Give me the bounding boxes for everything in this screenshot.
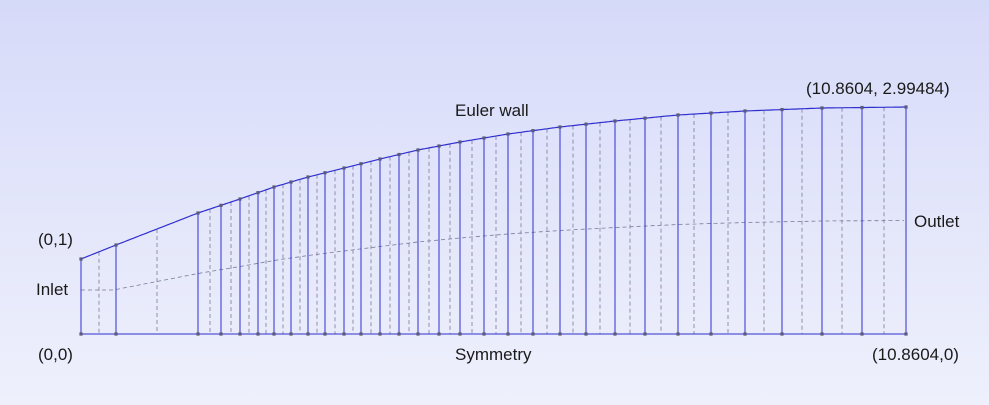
wall-node [196, 211, 200, 215]
wall-node [416, 148, 420, 152]
symmetry-node [506, 332, 510, 336]
symmetry-node [584, 332, 588, 336]
outlet-top-coordinate-label: (10.8604, 2.99484) [806, 79, 950, 98]
symmetry-label: Symmetry [455, 345, 532, 364]
symmetry-node [306, 332, 310, 336]
wall-node [79, 257, 83, 261]
symmetry-node [378, 332, 382, 336]
wall-node [114, 243, 118, 247]
symmetry-node [114, 332, 118, 336]
symmetry-node [643, 332, 647, 336]
symmetry-node [397, 332, 401, 336]
wall-node [780, 107, 784, 112]
wall-node [289, 180, 293, 184]
inlet-label: Inlet [36, 280, 68, 299]
wall-node [397, 152, 401, 157]
inlet-top-coordinate-label: (0,1) [38, 230, 73, 249]
wall-node [709, 111, 713, 115]
channel-midline [115, 220, 904, 290]
wall-node [359, 162, 363, 166]
symmetry-node [272, 332, 276, 336]
wall-node [256, 191, 260, 195]
symmetry-node [219, 332, 223, 336]
wall-node [643, 116, 647, 120]
symmetry-node [238, 332, 242, 336]
mesh-lines [80, 106, 907, 335]
symmetry-node [820, 332, 824, 336]
origin-coordinate-label: (0,0) [38, 345, 73, 364]
wall-node [323, 171, 327, 175]
wall-node [306, 175, 310, 179]
wall-node [904, 105, 908, 109]
euler-wall-label: Euler wall [455, 101, 529, 120]
wall-node [342, 166, 346, 170]
wall-node [558, 125, 562, 129]
wall-node [272, 185, 276, 189]
symmetry-node [256, 332, 260, 336]
symmetry-node [709, 332, 713, 336]
symmetry-node [780, 332, 784, 336]
symmetry-node [289, 332, 293, 336]
symmetry-node [558, 332, 562, 336]
wall-node [613, 119, 617, 123]
symmetry-node [676, 332, 680, 336]
wall-node [860, 105, 864, 110]
symmetry-node [437, 332, 441, 336]
wall-node [238, 197, 242, 201]
wall-node [743, 109, 747, 113]
wall-node [458, 140, 462, 144]
outlet-label: Outlet [914, 212, 960, 231]
symmetry-node [416, 332, 420, 336]
symmetry-node [613, 332, 617, 336]
euler-wall-boundary-line [80, 106, 905, 260]
wall-node [219, 203, 223, 207]
symmetry-node [79, 332, 83, 336]
wall-node [531, 129, 535, 133]
symmetry-node [342, 332, 346, 336]
wall-node [506, 132, 510, 136]
symmetry-node [359, 332, 363, 336]
wall-node [676, 113, 680, 117]
wall-node [820, 106, 824, 110]
symmetry-node [743, 332, 747, 336]
dashed-midlines [81, 107, 904, 334]
wall-node [437, 144, 441, 148]
symmetry-node [482, 332, 486, 336]
symmetry-node [458, 332, 462, 336]
wall-node [482, 136, 486, 140]
symmetry-node [323, 332, 327, 336]
symmetry-node [904, 332, 908, 336]
wall-node [584, 122, 588, 126]
wall-node [378, 157, 382, 161]
outlet-bottom-coordinate-label: (10.8604,0) [872, 345, 959, 364]
symmetry-node [860, 332, 864, 336]
symmetry-node [531, 332, 535, 336]
mesh-nodes [79, 105, 908, 336]
symmetry-node [196, 332, 200, 336]
